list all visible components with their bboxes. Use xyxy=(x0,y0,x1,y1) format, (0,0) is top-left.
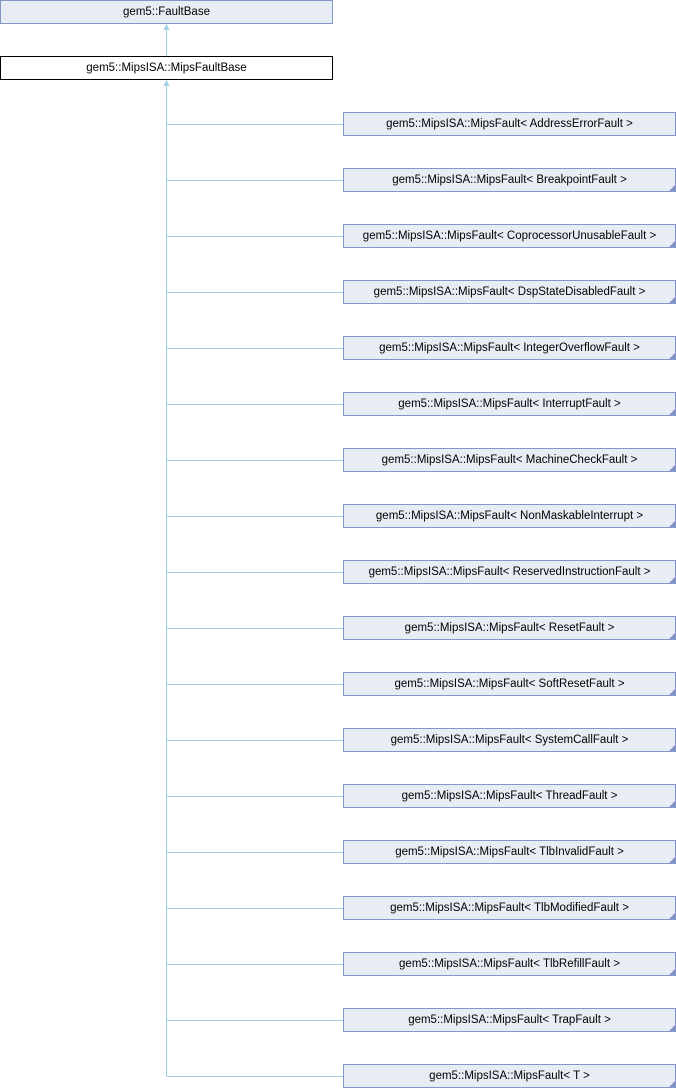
node-child[interactable]: gem5::MipsISA::MipsFault< DspStateDisabl… xyxy=(343,280,676,304)
node-child[interactable]: gem5::MipsISA::MipsFault< SoftResetFault… xyxy=(343,672,676,696)
node-child[interactable]: gem5::MipsISA::MipsFault< MachineCheckFa… xyxy=(343,448,676,472)
fold-corner-icon xyxy=(669,353,675,359)
fold-corner-icon xyxy=(669,465,675,471)
node-mips-fault-base: gem5::MipsISA::MipsFaultBase xyxy=(0,56,333,80)
node-child[interactable]: gem5::MipsISA::MipsFault< ReservedInstru… xyxy=(343,560,676,584)
fold-corner-icon xyxy=(669,185,675,191)
fold-corner-icon xyxy=(669,857,675,863)
node-child[interactable]: gem5::MipsISA::MipsFault< CoprocessorUnu… xyxy=(343,224,676,248)
node-child[interactable]: gem5::MipsISA::MipsFault< SystemCallFaul… xyxy=(343,728,676,752)
node-child[interactable]: gem5::MipsISA::MipsFault< T > xyxy=(343,1064,676,1088)
fold-corner-icon xyxy=(669,577,675,583)
fold-corner-icon xyxy=(669,913,675,919)
node-child[interactable]: gem5::MipsISA::MipsFault< TrapFault > xyxy=(343,1008,676,1032)
fold-corner-icon xyxy=(669,969,675,975)
arrowhead-icon xyxy=(163,24,170,30)
node-child[interactable]: gem5::MipsISA::MipsFault< ThreadFault > xyxy=(343,784,676,808)
node-child[interactable]: gem5::MipsISA::MipsFault< AddressErrorFa… xyxy=(343,112,676,136)
node-child[interactable]: gem5::MipsISA::MipsFault< TlbModifiedFau… xyxy=(343,896,676,920)
fold-corner-icon xyxy=(669,801,675,807)
node-child[interactable]: gem5::MipsISA::MipsFault< NonMaskableInt… xyxy=(343,504,676,528)
arrowhead-icon xyxy=(163,80,170,86)
node-child[interactable]: gem5::MipsISA::MipsFault< TlbRefillFault… xyxy=(343,952,676,976)
node-child[interactable]: gem5::MipsISA::MipsFault< TlbInvalidFaul… xyxy=(343,840,676,864)
fold-corner-icon xyxy=(669,745,675,751)
fold-corner-icon xyxy=(669,1081,675,1087)
node-child[interactable]: gem5::MipsISA::MipsFault< BreakpointFaul… xyxy=(343,168,676,192)
node-fault-base[interactable]: gem5::FaultBase xyxy=(0,0,333,24)
fold-corner-icon xyxy=(669,409,675,415)
node-child[interactable]: gem5::MipsISA::MipsFault< IntegerOverflo… xyxy=(343,336,676,360)
fold-corner-icon xyxy=(669,521,675,527)
fold-corner-icon xyxy=(669,241,675,247)
fold-corner-icon xyxy=(669,689,675,695)
node-child[interactable]: gem5::MipsISA::MipsFault< InterruptFault… xyxy=(343,392,676,416)
fold-corner-icon xyxy=(669,1025,675,1031)
fold-corner-icon xyxy=(669,633,675,639)
fold-corner-icon xyxy=(669,297,675,303)
node-child[interactable]: gem5::MipsISA::MipsFault< ResetFault > xyxy=(343,616,676,640)
